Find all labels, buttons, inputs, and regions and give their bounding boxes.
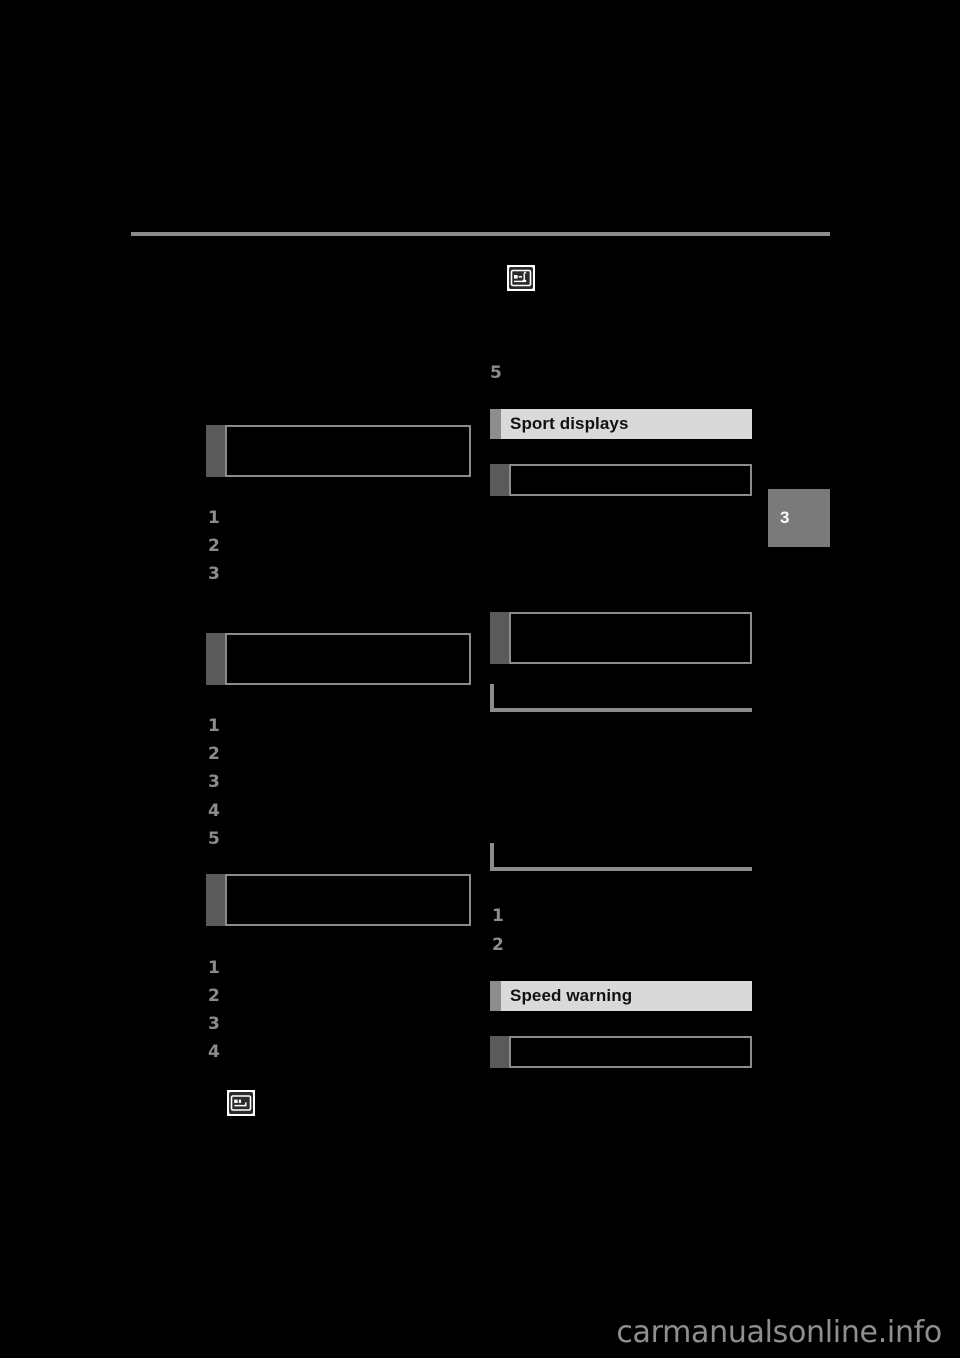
- section-header-speed-warning: Speed warning: [490, 981, 752, 1011]
- callout-body: [509, 612, 752, 664]
- list-marker: 2: [208, 986, 220, 1006]
- list-marker: 2: [492, 935, 504, 955]
- display-mode-glyph: [229, 1092, 253, 1114]
- section-title: Speed warning: [501, 981, 752, 1011]
- left-callout-3: [206, 874, 471, 926]
- instrument-cluster-icon: [507, 265, 535, 291]
- list-marker: 1: [492, 906, 504, 926]
- section-tab: [490, 981, 501, 1011]
- callout-body: [509, 1036, 752, 1068]
- right-callout-3: [490, 1036, 752, 1068]
- section-header-sport-displays: Sport displays: [490, 409, 752, 439]
- section-title: Sport displays: [501, 409, 752, 439]
- callout-tab: [206, 633, 225, 685]
- list-marker: 1: [208, 508, 220, 528]
- callout-tab: [206, 874, 225, 926]
- display-mode-icon: [227, 1090, 255, 1116]
- list-marker: 4: [208, 1042, 220, 1062]
- left-callout-1: [206, 425, 471, 477]
- section-tab: [490, 409, 501, 439]
- header-rule: [131, 232, 830, 236]
- page-number-tab: 3: [768, 489, 830, 547]
- callout-tab: [206, 425, 225, 477]
- list-marker: 3: [208, 564, 220, 584]
- left-callout-2: [206, 633, 471, 685]
- callout-body: [225, 425, 471, 477]
- list-marker: 2: [208, 536, 220, 556]
- list-marker: 4: [208, 801, 220, 821]
- list-marker: 3: [208, 1014, 220, 1034]
- callout-body: [509, 464, 752, 496]
- callout-tab: [490, 612, 509, 664]
- callout-body: [225, 633, 471, 685]
- right-bracket-2: [490, 843, 752, 871]
- callout-tab: [490, 1036, 509, 1068]
- right-callout-2: [490, 612, 752, 664]
- list-marker: 5: [490, 363, 502, 383]
- watermark: carmanualsonline.info: [616, 1315, 942, 1350]
- callout-tab: [490, 464, 509, 496]
- list-marker: 3: [208, 772, 220, 792]
- instrument-cluster-glyph: [509, 267, 533, 289]
- right-bracket-1: [490, 684, 752, 712]
- list-marker: 5: [208, 829, 220, 849]
- list-marker: 1: [208, 958, 220, 978]
- right-callout-1: [490, 464, 752, 496]
- list-marker: 2: [208, 744, 220, 764]
- list-marker: 1: [208, 716, 220, 736]
- callout-body: [225, 874, 471, 926]
